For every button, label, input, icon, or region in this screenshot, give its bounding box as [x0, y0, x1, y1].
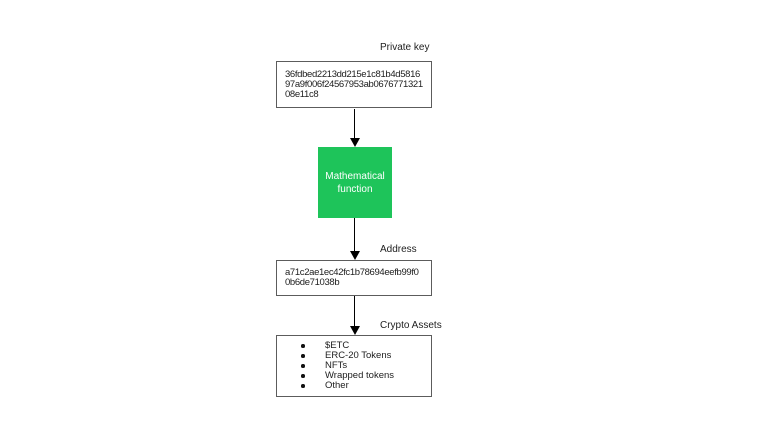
private-key-hex-line: 08e11c8 — [285, 88, 319, 100]
private-key-label: Private key — [380, 42, 430, 53]
asset-item-label: Other — [325, 380, 349, 391]
list-item: ERC-20 Tokens — [277, 351, 431, 361]
list-item: $ETC — [277, 341, 431, 351]
address-hex-line: 0b6de71038b — [285, 277, 340, 288]
address-label: Address — [380, 244, 417, 255]
bullet-icon — [301, 364, 305, 368]
bullet-icon — [301, 384, 305, 388]
arrow-private-key-to-function — [347, 109, 362, 147]
list-item: Other — [277, 381, 431, 391]
bullet-icon — [301, 354, 305, 358]
arrow-line — [353, 109, 356, 138]
list-item: Wrapped tokens — [277, 371, 431, 381]
asset-item-label: NFTs — [325, 360, 348, 371]
private-key-box: 36fdbed2213dd215e1c81b4d5816 97a9f006f24… — [276, 61, 432, 108]
arrow-function-to-address — [347, 218, 362, 260]
list-item: NFTs — [277, 361, 431, 371]
arrow-address-to-assets — [347, 296, 362, 335]
private-key-hex-line: 36fdbed2213dd215e1c81b4d5816 — [285, 68, 420, 80]
asset-item-label: $ETC — [325, 340, 350, 351]
address-box: a71c2ae1ec42fc1b78694eefb99f0 0b6de71038… — [276, 260, 432, 296]
bullet-icon — [301, 374, 305, 378]
bullet-icon — [301, 344, 305, 348]
crypto-assets-box: $ETC ERC-20 Tokens NFTs Wrapped tokens O… — [276, 335, 432, 397]
crypto-assets-list: $ETC ERC-20 Tokens NFTs Wrapped tokens O… — [277, 341, 431, 391]
arrow-down-icon — [349, 326, 360, 335]
asset-item-label: Wrapped tokens — [325, 370, 395, 381]
mathematical-function-box: Mathematical function — [318, 147, 392, 218]
arrow-down-icon — [349, 138, 360, 147]
arrow-down-icon — [349, 251, 360, 260]
address-hex-line: a71c2ae1ec42fc1b78694eefb99f0 — [285, 267, 419, 278]
arrow-line — [353, 296, 356, 326]
arrow-line — [353, 218, 356, 251]
private-key-hex-line: 97a9f006f24567953ab0676771321 — [285, 78, 423, 90]
crypto-assets-label: Crypto Assets — [380, 320, 442, 331]
asset-item-label: ERC-20 Tokens — [325, 350, 392, 361]
